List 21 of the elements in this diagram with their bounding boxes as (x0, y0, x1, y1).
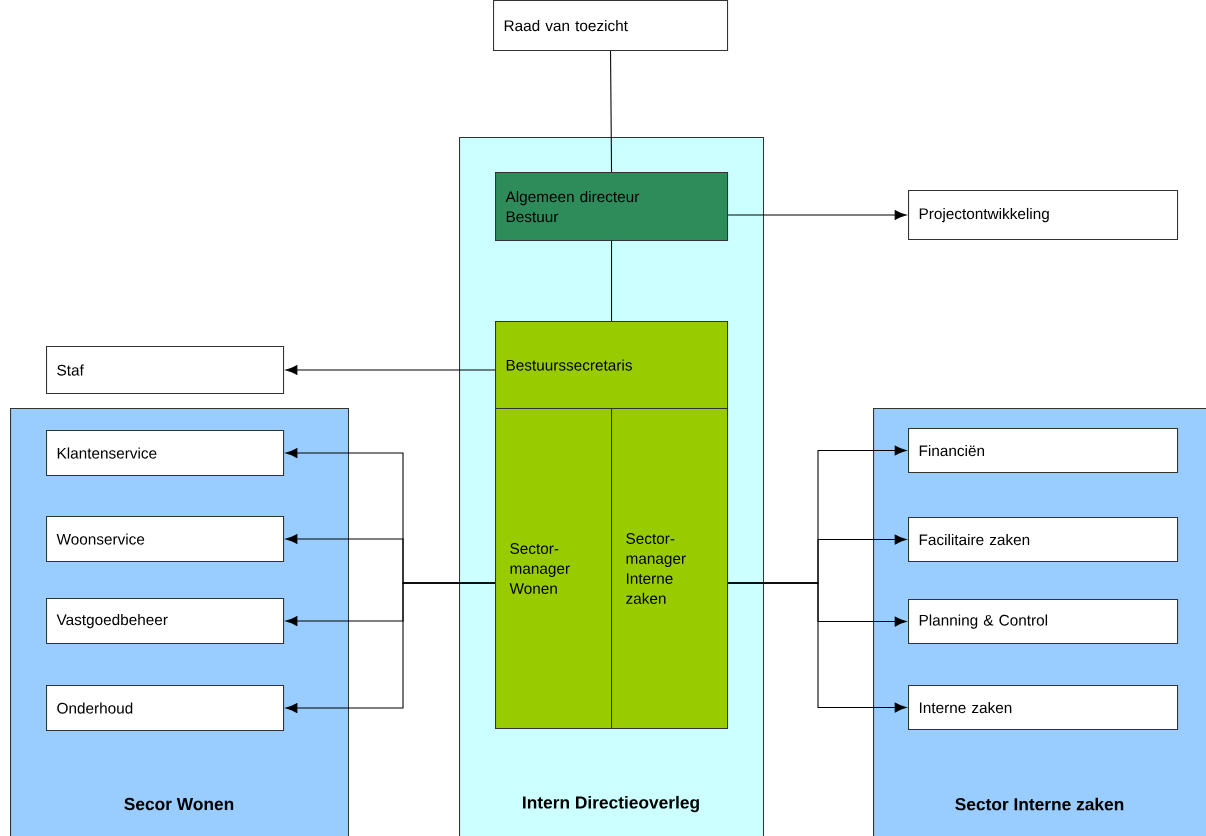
connector (611, 240, 613, 322)
org-box: Raad van toezicht (493, 0, 729, 52)
org-box: Algemeen directeur Bestuur (495, 172, 729, 242)
org-box: Klantenservice (46, 430, 285, 477)
org-box: Staf (46, 346, 285, 395)
org-box: Interne zaken (908, 685, 1179, 731)
org-box: Bestuurssecretaris (495, 321, 729, 410)
org-box: Financiën (908, 428, 1179, 474)
org-box: Vastgoedbeheer (46, 598, 285, 645)
org-box: Sector-manager Wonen (495, 408, 613, 730)
org-box: Facilitaire zaken (908, 517, 1179, 563)
connector (610, 50, 613, 173)
org-box: Sector-manager Interne zaken (611, 408, 729, 730)
connector (727, 210, 907, 220)
org-box: Projectontwikkeling (908, 190, 1179, 241)
connector (285, 365, 496, 375)
connector (727, 582, 907, 713)
connector (285, 582, 496, 713)
org-box: Onderhoud (46, 685, 285, 732)
org-box: Planning & Control (908, 599, 1179, 645)
org-box: Woonservice (46, 516, 285, 563)
